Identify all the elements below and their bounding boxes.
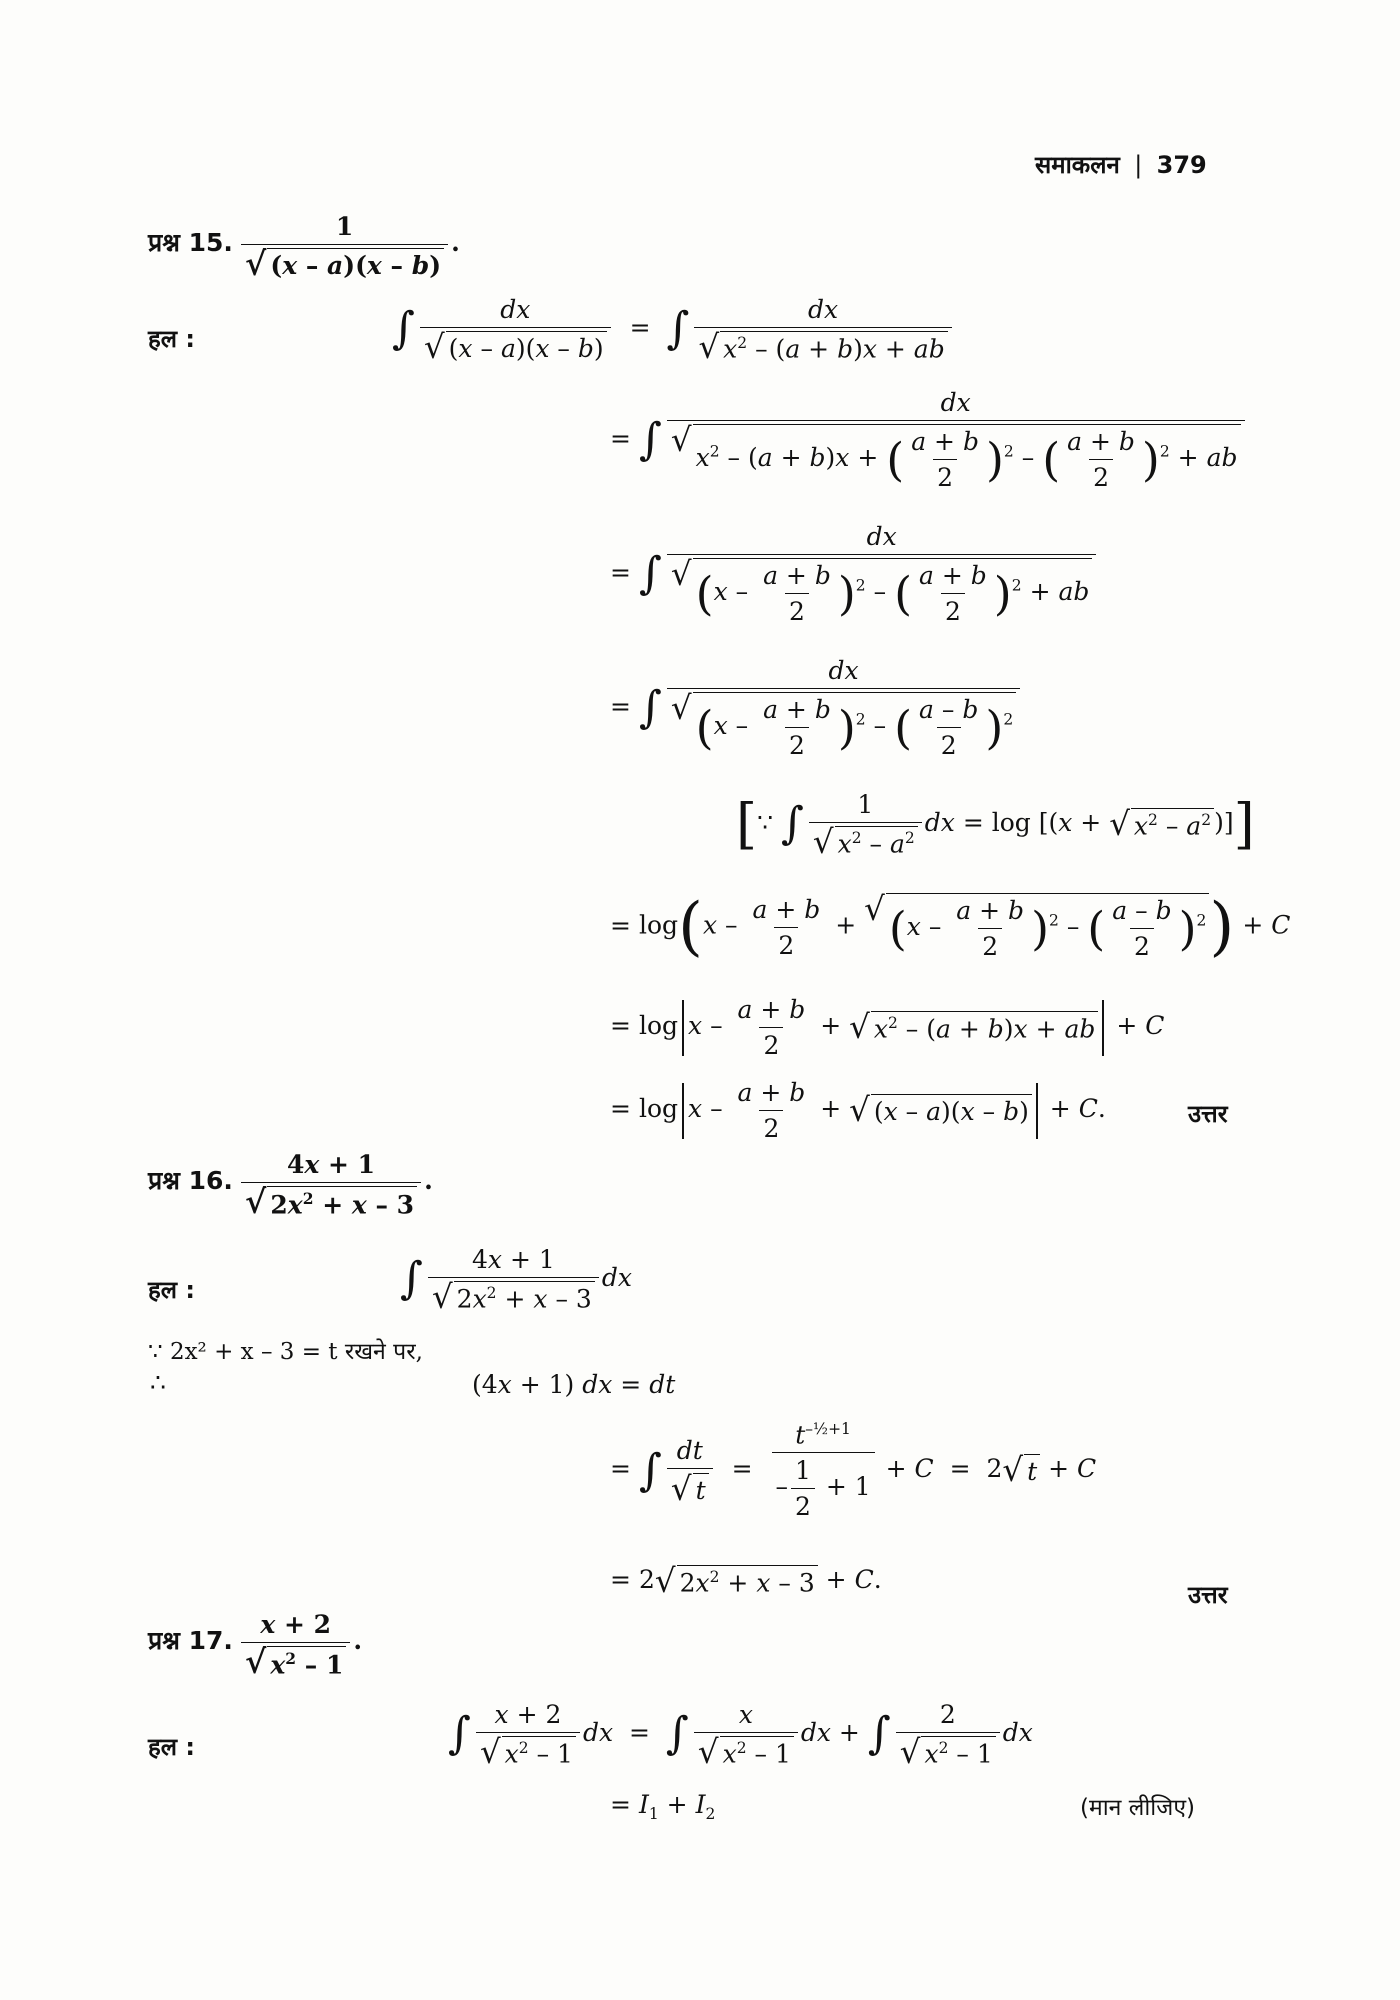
question-15-label: प्रश्न 15. [148, 227, 233, 257]
q17-hal-label: हल : [148, 1733, 195, 1761]
q16-step-2: =2√2x2 + x – 3 + C. [610, 1562, 882, 1601]
chapter-title: समाकलन [1035, 151, 1120, 179]
question-15-expression: 1 √(x – a)(x – b) [241, 212, 449, 281]
question-16-header: प्रश्न 16. 4x + 1 √2x2 + x – 3 . [148, 1150, 433, 1221]
header-separator: | [1134, 151, 1143, 179]
question-15-header: प्रश्न 15. 1 √(x – a)(x – b) . [148, 212, 460, 284]
q16-answer-label: उत्तर [1188, 1581, 1228, 1609]
q17-assume-label: (मान लीजिए) [1080, 1795, 1196, 1821]
q15-answer-label: उत्तर [1188, 1100, 1228, 1128]
q16-substitution: ∵ 2x² + x – 3 = t रखने पर, [148, 1339, 423, 1365]
question-17-expression: x + 2 √x2 – 1 [241, 1610, 351, 1679]
q16-therefore: ∴ [150, 1368, 166, 1397]
question-17-label: प्रश्न 17. [148, 1626, 233, 1656]
page-number: 379 [1156, 151, 1207, 179]
q15-hal-label: हल : [148, 325, 195, 353]
question-16-expression: 4x + 1 √2x2 + x – 3 [241, 1150, 422, 1219]
because-symbol: ∵ [757, 807, 773, 837]
q16-hal-label: हल : [148, 1276, 195, 1304]
q15-step-1: ∫dx√(x – a)(x – b) = ∫dx√x2 – (a + b)x +… [392, 295, 955, 364]
page-header: समाकलन | 379 [1035, 148, 1207, 181]
q17-step-2: =I1 + I2 [610, 1790, 716, 1823]
q16-differential: (4x + 1) dx = dt [472, 1370, 676, 1399]
question-16-label: प्रश्न 16. [148, 1166, 233, 1196]
question-17-header: प्रश्न 17. x + 2 √x2 – 1 . [148, 1610, 363, 1681]
